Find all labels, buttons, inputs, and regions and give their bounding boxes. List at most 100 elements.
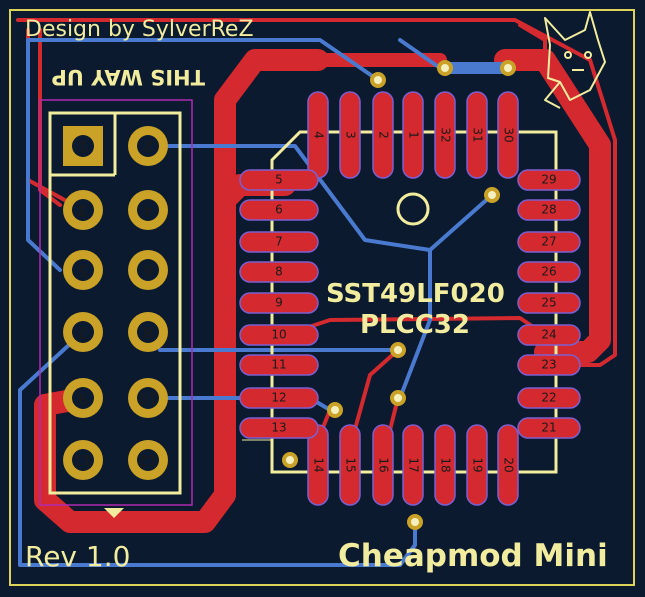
chip-pad: [239, 199, 319, 221]
chip-pad-number: 22: [541, 391, 556, 405]
header-pad-hole: [72, 135, 94, 157]
header-pad-hole: [72, 449, 94, 471]
header-pad-hole: [72, 321, 94, 343]
chip-pad: [517, 261, 581, 283]
chip-pad: [497, 91, 519, 179]
chip-pad: [517, 387, 581, 409]
header-pin-number: 9: [78, 390, 88, 408]
chip-pad-number: 31: [471, 127, 485, 142]
chip-pad: [402, 91, 424, 179]
header-pin-number: 1: [78, 138, 88, 156]
board-edge-cuts: [9, 9, 635, 586]
chip-pad-number: 29: [541, 173, 556, 187]
chip-pad-number: 17: [407, 457, 421, 472]
chip-pad-number: 11: [271, 358, 286, 372]
via-drill: [286, 456, 294, 464]
chip-pad: [466, 424, 488, 506]
chip-pad-number: 2: [377, 131, 391, 139]
header-pad-hole: [137, 387, 159, 409]
header-pad-hole: [137, 321, 159, 343]
header-triangle-marker: [104, 508, 124, 518]
chip-pad-number: 1: [407, 131, 421, 139]
header-pad-hole: [72, 387, 94, 409]
header-pad-hole: [137, 449, 159, 471]
chip-pad: [517, 199, 581, 221]
chip-pad: [517, 417, 581, 439]
credit-text: Design by SylverReZ: [25, 17, 254, 42]
chip-part-number: SST49LF020: [326, 279, 505, 309]
back-copper-traces: [18, 38, 514, 567]
pin1-marker-circle: [396, 192, 430, 226]
chip-pad: [239, 387, 319, 409]
chip-pad: [239, 261, 319, 283]
chip-pad-number: 24: [541, 328, 556, 342]
chip-pad-number: 6: [275, 203, 283, 217]
via-drill: [394, 394, 402, 402]
chip-pad-number: 19: [471, 457, 485, 472]
chip-pad-number: 21: [541, 421, 556, 435]
chip-pad-number: 12: [271, 391, 286, 405]
chip-pad: [372, 424, 394, 506]
header-pin-number: 3: [78, 202, 88, 220]
chip-pad-number: 14: [312, 457, 326, 472]
via-drill: [374, 76, 382, 84]
vias: [282, 60, 516, 530]
header-pin-number: 12: [138, 452, 157, 470]
chip-pad: [517, 292, 581, 314]
via-drill: [331, 406, 339, 414]
chip-pad: [372, 91, 394, 179]
via-drill: [411, 518, 419, 526]
cartoon-fox-logo-icon: [544, 11, 606, 109]
chip-pad-number: 23: [541, 358, 556, 372]
chip-pad: [339, 424, 361, 506]
chip-pad: [402, 424, 424, 506]
chip-pad: [239, 169, 319, 191]
chip-pad-number: 9: [275, 296, 283, 310]
chip-pad-number: 5: [275, 173, 283, 187]
chip-pad: [517, 231, 581, 253]
chip-pad: [497, 424, 519, 506]
header-pin-number: 10: [138, 390, 157, 408]
chip-pad: [466, 91, 488, 179]
chip-pad: [239, 324, 319, 346]
via-drill: [504, 64, 512, 72]
chip-pad: [517, 169, 581, 191]
front-copper-traces: [16, 18, 617, 533]
chip-pad-number: 4: [312, 131, 326, 139]
chip-pad-number: 8: [275, 265, 283, 279]
chip-pad-number: 30: [502, 127, 516, 142]
orientation-text: THIS WAY UP: [51, 65, 205, 89]
via-drill: [394, 346, 402, 354]
header-pad-hole: [72, 199, 94, 221]
chip-pad-number: 20: [502, 457, 516, 472]
chip-pad: [434, 91, 456, 179]
header-pin-number: 7: [78, 324, 88, 342]
product-name: Cheapmod Mini: [338, 538, 608, 574]
chip-pad: [239, 231, 319, 253]
chip-pad: [239, 292, 319, 314]
chip-pad-number: 26: [541, 265, 556, 279]
chip-pad-number: 25: [541, 296, 556, 310]
header-pad-hole: [137, 199, 159, 221]
header-pad-hole: [137, 259, 159, 281]
chip-pad-number: 13: [271, 421, 286, 435]
revision-text: Rev 1.0: [25, 540, 130, 573]
via-drill: [441, 64, 449, 72]
chip-pad: [517, 354, 581, 376]
header-pin-number: 11: [73, 452, 92, 470]
chip-pad: [339, 91, 361, 179]
chip-pad: [434, 424, 456, 506]
header-pin-number: 2: [143, 138, 153, 156]
header-pin-number: 5: [78, 262, 88, 280]
chip-pad: [239, 354, 319, 376]
chip-pad-number: 32: [439, 127, 453, 142]
chip-pad-number: 15: [344, 457, 358, 472]
chip-pad-number: 10: [271, 328, 286, 342]
chip-pad: [239, 417, 319, 439]
header-pin-number: 8: [143, 324, 153, 342]
chip-pad-number: 3: [344, 131, 358, 139]
chip-pad-number: 7: [275, 235, 283, 249]
chip-pad: [517, 324, 581, 346]
